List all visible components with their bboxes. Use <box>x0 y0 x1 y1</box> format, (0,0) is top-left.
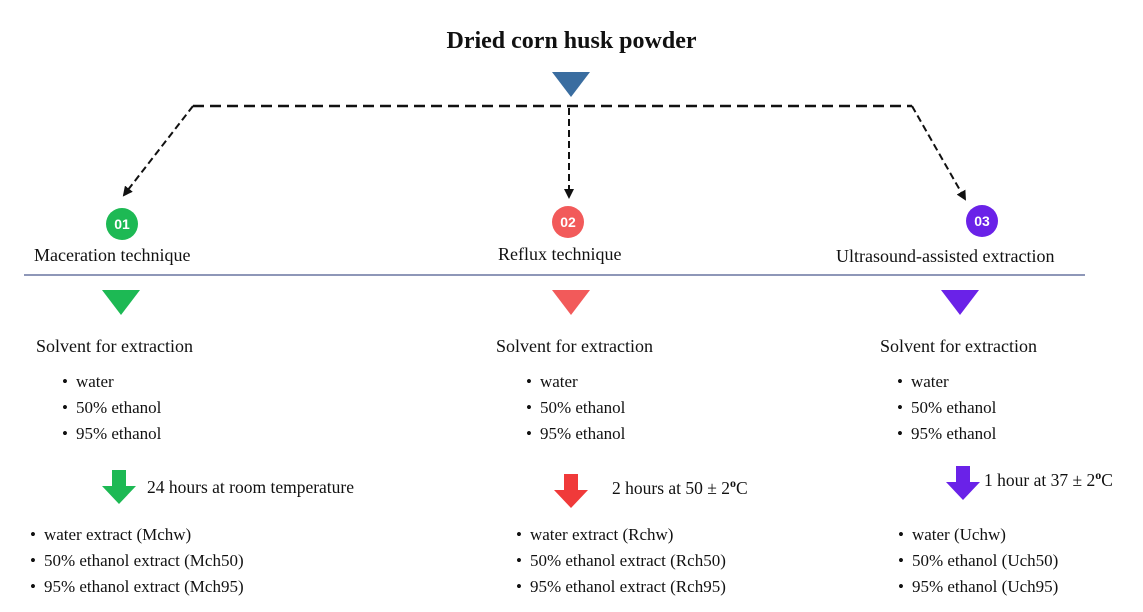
red-down-arrow <box>554 474 588 508</box>
technique-label-reflux: Reflux technique <box>498 244 622 264</box>
condition-reflux-unit: C <box>736 477 748 498</box>
solvent-heading-maceration: Solvent for extraction <box>36 336 193 356</box>
list-item: 95% ethanol <box>526 421 625 447</box>
dashed-arrow-left <box>122 105 194 197</box>
list-item: 50% ethanol extract (Rch50) <box>516 548 726 574</box>
solvent-list-reflux: water 50% ethanol 95% ethanol <box>526 369 625 447</box>
solvent-heading-reflux: Solvent for extraction <box>496 336 653 356</box>
solvent-list-ultrasound: water 50% ethanol 95% ethanol <box>897 369 996 447</box>
extract-list-ultrasound: water (Uchw) 50% ethanol (Uch50) 95% eth… <box>898 522 1058 600</box>
condition-maceration: 24 hours at room temperature <box>147 477 355 497</box>
list-item: 95% ethanol <box>897 421 996 447</box>
condition-ultrasound-text: 1 hour at 37 <box>984 469 1069 490</box>
list-item: 50% ethanol extract (Mch50) <box>30 548 244 574</box>
purple-triangle <box>941 290 979 315</box>
green-down-arrow <box>102 470 136 504</box>
degree-symbol: o <box>1095 468 1102 482</box>
technique-label-ultrasound: Ultrasound-assisted extraction <box>836 246 1055 266</box>
step-badge-02: 02 <box>552 206 584 238</box>
solvent-list-maceration: water 50% ethanol 95% ethanol <box>62 369 161 447</box>
purple-down-arrow <box>946 466 980 500</box>
list-item: 95% ethanol extract (Mch95) <box>30 574 244 600</box>
list-item: 50% ethanol <box>62 395 161 421</box>
list-item: 95% ethanol (Uch95) <box>898 574 1058 600</box>
degree-symbol: o <box>730 476 737 490</box>
step-badge-03: 03 <box>966 205 998 237</box>
extract-list-reflux: water extract (Rchw) 50% ethanol extract… <box>516 522 726 600</box>
technique-label-maceration: Maceration technique <box>34 245 191 265</box>
condition-reflux-text: 2 hours at 50 <box>612 477 703 498</box>
list-item: water extract (Mchw) <box>30 522 244 548</box>
extract-list-maceration: water extract (Mchw) 50% ethanol extract… <box>30 522 244 600</box>
list-item: water <box>62 369 161 395</box>
condition-ultrasound-pm: ± 2 <box>1072 469 1096 490</box>
list-item: 95% ethanol extract (Rch95) <box>516 574 726 600</box>
list-item: 50% ethanol (Uch50) <box>898 548 1058 574</box>
condition-reflux: 2 hours at 50 ± 2oC <box>612 476 748 499</box>
list-item: 50% ethanol <box>526 395 625 421</box>
red-triangle <box>552 290 590 315</box>
green-triangle <box>102 290 140 315</box>
list-item: water <box>526 369 625 395</box>
list-item: 50% ethanol <box>897 395 996 421</box>
top-triangle <box>552 72 590 97</box>
condition-ultrasound-unit: C <box>1101 469 1113 490</box>
dashed-arrow-right <box>911 105 966 201</box>
condition-reflux-pm: ± 2 <box>707 477 731 498</box>
diagram-title: Dried corn husk powder <box>446 28 697 54</box>
solvent-heading-ultrasound: Solvent for extraction <box>880 336 1037 356</box>
list-item: water <box>897 369 996 395</box>
list-item: 95% ethanol <box>62 421 161 447</box>
list-item: water extract (Rchw) <box>516 522 726 548</box>
list-item: water (Uchw) <box>898 522 1058 548</box>
step-badge-01: 01 <box>106 208 138 240</box>
condition-ultrasound: 1 hour at 37 ± 2oC <box>984 468 1113 491</box>
